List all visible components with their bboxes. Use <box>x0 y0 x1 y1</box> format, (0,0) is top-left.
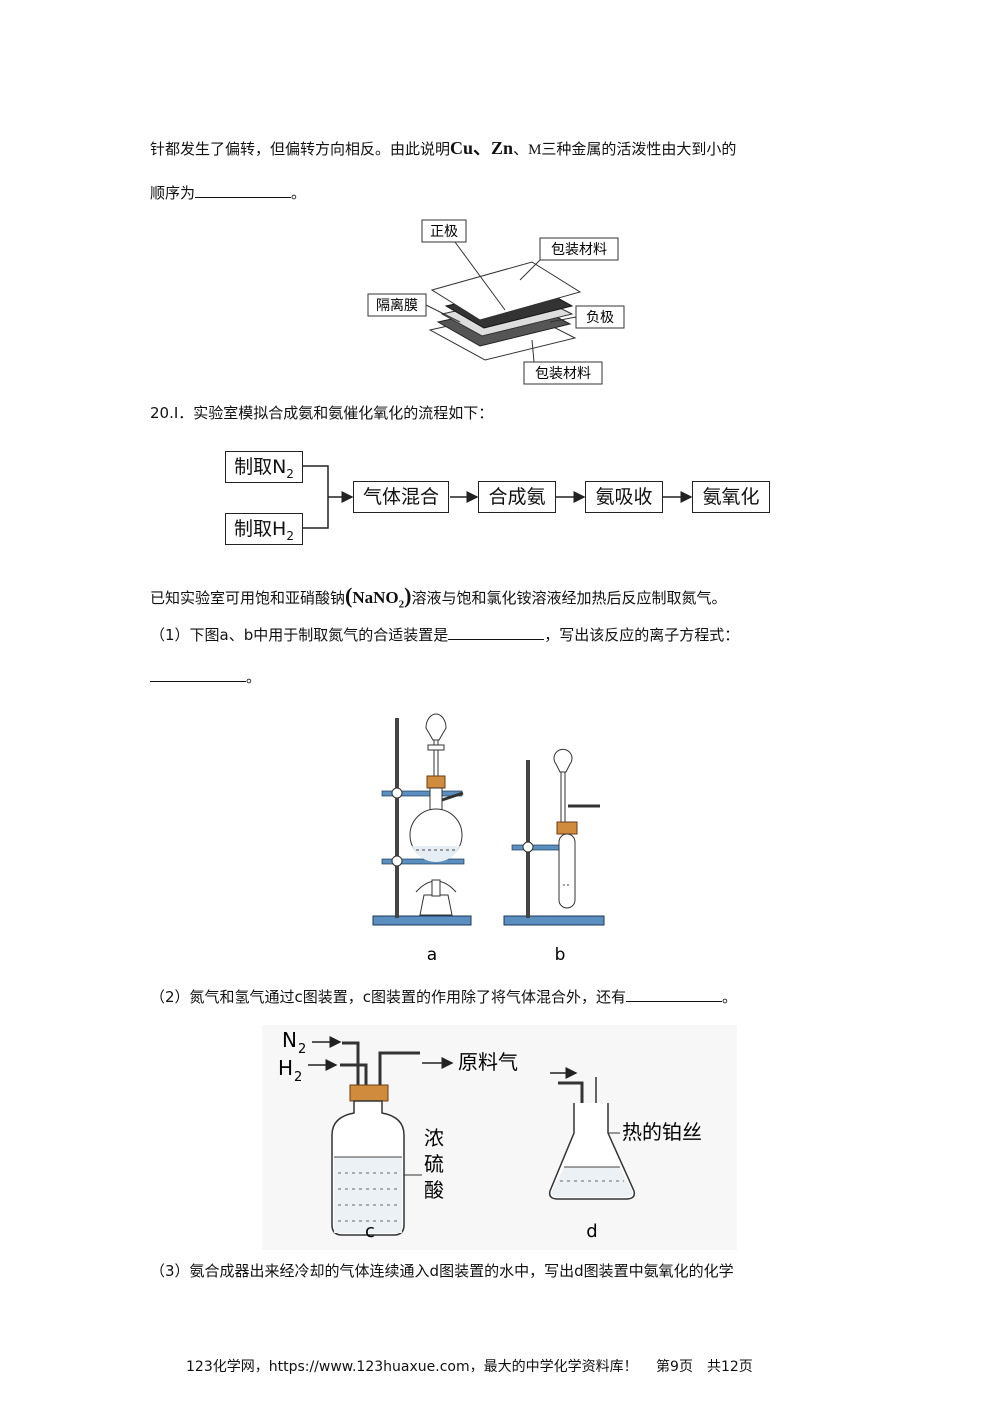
q20-known: 已知实验室可用饱和亚硝酸钠(NaNO2)溶液与饱和氯化铵溶液经加热后反应制取氮气… <box>150 583 727 614</box>
answer-blank-purpose[interactable] <box>626 987 723 1002</box>
fig-c-h2: H <box>278 1056 293 1080</box>
flow-h2-sub: 2 <box>286 528 294 543</box>
label-packaging-bottom: 包装材料 <box>535 366 591 382</box>
q19-line2: 顺序为 。 <box>150 183 306 203</box>
flow-box-make-n2: 制取N2 <box>225 451 303 483</box>
q20-sub1: （1）下图a、b中用于制取氮气的合适装置是 ，写出该反应的离子方程式： <box>150 625 739 645</box>
fig-c-h2-sub: 2 <box>294 1070 302 1085</box>
fig-a-label: a <box>427 945 437 965</box>
metal-m: M <box>528 142 542 158</box>
page-footer: 123化学网，https://www.123huaxue.com，最大的中学化学… <box>186 1359 753 1375</box>
label-negative: 负极 <box>586 310 614 326</box>
packaging-top-sheet <box>430 261 582 321</box>
q20-title: 20.I．实验室模拟合成氨和氨催化氧化的流程如下： <box>150 404 494 422</box>
flow-h2-prefix: 制取H <box>234 518 287 540</box>
label-separator: 隔离膜 <box>376 297 418 314</box>
fig-c-label: c <box>365 1221 375 1242</box>
formula-sub: 2 <box>398 598 405 611</box>
flow-box-ammonia-synthesis: 合成氨 <box>478 481 556 513</box>
sub2-pre: （2）氮气和氢气通过c图装置，c图装置的作用除了将气体混合外，还有 <box>150 988 627 1006</box>
formula-prefix: NaNO <box>352 588 399 607</box>
flow-n2-prefix: 制取N <box>234 456 287 478</box>
sub1-end: 。 <box>246 668 262 686</box>
q19-line2-pre: 顺序为 <box>150 184 196 202</box>
sub1-pre: （1）下图a、b中用于制取氮气的合适装置是 <box>150 626 449 644</box>
sub1-mid: ，写出该反应的离子方程式： <box>544 626 740 644</box>
fig-d-wire: 热的铂丝 <box>622 1120 702 1144</box>
label-packaging-top: 包装材料 <box>551 242 607 258</box>
sep2: 、 <box>513 140 529 158</box>
answer-blank-apparatus[interactable] <box>448 625 545 640</box>
q20-sub1-line2: 。 <box>150 667 261 687</box>
known-pre: 已知实验室可用饱和亚硝酸钠 <box>150 589 346 607</box>
metal-cu: Cu <box>450 138 474 158</box>
flow-n2-sub: 2 <box>286 466 294 481</box>
fig-c-acid-2: 硫 <box>424 1152 444 1176</box>
fig-d-label: d <box>586 1221 597 1242</box>
apparatus-ab-figure: a b <box>372 713 605 965</box>
fig-c-n2-sub: 2 <box>298 1042 306 1057</box>
q19-line1-post: 三种金属的活泼性由大到小的 <box>541 140 737 158</box>
flow-box-make-h2: 制取H2 <box>225 513 303 545</box>
q20-sub3: （3）氨合成器出来经冷却的气体连续通入d图装置的水中，写出d图装置中氨氧化的化学 <box>150 1262 734 1280</box>
q20-sub2: （2）氮气和氢气通过c图装置，c图装置的作用除了将气体混合外，还有 。 <box>150 987 737 1007</box>
known-post: 溶液与饱和氯化铵溶液经加热后反应制取氮气。 <box>411 589 727 607</box>
flow-box-ammonia-absorption: 氨吸收 <box>585 481 663 513</box>
flow-box-ammonia-oxidation: 氨氧化 <box>692 481 770 513</box>
fig-c-n2: N <box>282 1028 297 1052</box>
fig-c-acid-3: 酸 <box>424 1178 444 1202</box>
label-positive: 正极 <box>430 224 458 240</box>
fig-b-label: b <box>555 945 566 965</box>
q19-line1: 针都发生了偏转，但偏转方向相反。由此说明Cu、Zn、M三种金属的活泼性由大到小的 <box>150 138 736 160</box>
fig-c-acid-1: 浓 <box>424 1126 444 1150</box>
q19-line2-post: 。 <box>291 184 307 202</box>
metal-zn: Zn <box>491 138 514 158</box>
q19-line1-pre: 针都发生了偏转，但偏转方向相反。由此说明 <box>150 140 451 158</box>
answer-blank-order[interactable] <box>195 183 292 198</box>
fig-c-output: 原料气 <box>458 1050 518 1074</box>
apparatus-cd-figure: N 2 H 2 原料气 浓 硫 酸 c 热的铂丝 d <box>262 1025 737 1250</box>
answer-blank-ion-equation[interactable] <box>150 667 246 682</box>
battery-diagram: 正极 包装材料 隔离膜 负极 包装材料 <box>367 219 625 385</box>
flow-box-gas-mixing: 气体混合 <box>353 481 449 513</box>
formula-nano2: (NaNO2) <box>345 583 412 611</box>
sub2-end: 。 <box>722 988 738 1006</box>
sep1: 、 <box>473 138 492 158</box>
flow-connectors <box>303 465 693 529</box>
